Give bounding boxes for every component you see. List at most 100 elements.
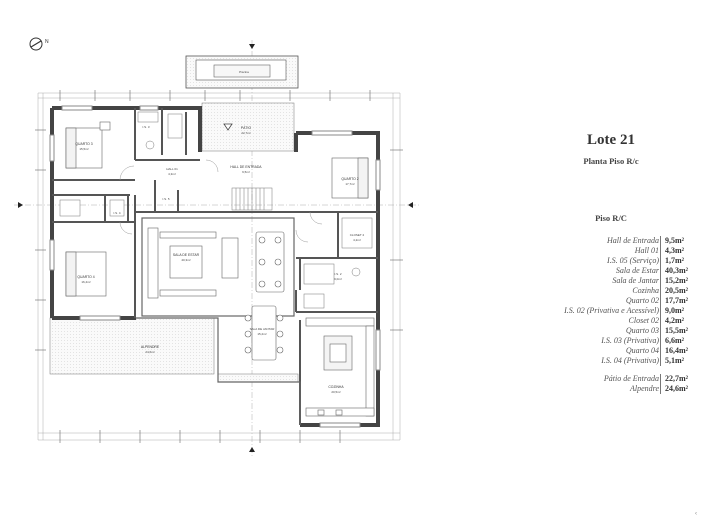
- area-value: 4,2m²: [665, 316, 685, 325]
- area-value: 17,7m²: [665, 296, 689, 305]
- area-row: Sala de Estar 40,3m²: [566, 266, 705, 276]
- area-row: Quarto 04 16,4m²: [566, 346, 705, 356]
- room-label-is5: I.S. 5: [162, 197, 169, 201]
- room-label-quarto2: QUARTO 2: [341, 177, 358, 181]
- room-label-is4: I.S. 4: [113, 211, 120, 215]
- area-row: Closet 02 4,2m²: [566, 316, 705, 326]
- area-divider: [660, 266, 661, 276]
- area-value: 20,5m²: [665, 286, 689, 295]
- room-label-sala-jantar: SALA DE JANTAR: [250, 327, 276, 331]
- room-area-cozinha: 20,5m²: [331, 390, 340, 394]
- area-row: I.S. 03 (Privativa) 6,6m²: [566, 336, 705, 346]
- area-row: I.S. 05 (Serviço) 1,7m²: [566, 256, 705, 266]
- area-value: 15,2m²: [665, 276, 689, 285]
- room-label-is2: I.S. 2: [334, 272, 341, 276]
- room-area-hall-entrada: 9,5m²: [242, 170, 250, 174]
- area-divider: [660, 306, 661, 316]
- room-area-quarto2: 17,7m²: [345, 182, 354, 186]
- dimension-lines: [14, 40, 420, 458]
- area-name: Hall de Entrada: [607, 236, 659, 245]
- room-label-closet2: CLOSET 2: [350, 233, 365, 237]
- kitchen-fixtures: [305, 317, 375, 417]
- room-area-alpendre: 24,6m²: [145, 350, 154, 354]
- area-row: I.S. 04 (Privativa) 5,1m²: [566, 356, 705, 366]
- room-label-quarto4: QUARTO 4: [77, 275, 94, 279]
- floor-plan: N Piscina: [14, 37, 420, 458]
- room-label-cozinha: COZINHA: [328, 385, 344, 389]
- area-row: Quarto 03 15,5m²: [566, 326, 705, 336]
- bed-quarto2: [331, 157, 369, 199]
- area-value: 5,1m²: [665, 356, 685, 365]
- lot-subtitle: Planta Piso R/c: [583, 156, 639, 166]
- window-openings: [49, 105, 381, 428]
- area-divider: [660, 384, 661, 394]
- alpendre-area: [49, 317, 215, 375]
- area-value: 40,3m²: [665, 266, 689, 275]
- area-name: Closet 02: [628, 316, 659, 325]
- area-divider: [660, 374, 661, 384]
- area-value: 24,6m²: [665, 384, 689, 393]
- pool-label: Piscina: [239, 70, 249, 74]
- area-name: Hall 01: [634, 246, 659, 255]
- room-area-quarto3: 15,5m²: [79, 147, 88, 151]
- entry-steps: [223, 123, 273, 211]
- room-label-patio: PÁTIO: [241, 126, 252, 130]
- bed-quarto3: [65, 121, 111, 169]
- area-divider: [660, 256, 661, 266]
- area-value: 6,6m²: [665, 336, 685, 345]
- room-label-quarto3: QUARTO 3: [75, 142, 92, 146]
- area-value: 9,0m²: [665, 306, 685, 315]
- area-divider: [660, 236, 661, 246]
- door-swings: [119, 159, 323, 243]
- area-row: Sala de Jantar 15,2m²: [566, 276, 705, 286]
- area-divider: [660, 356, 661, 366]
- area-name: Quarto 04: [625, 346, 659, 355]
- bathroom-fixtures: [59, 111, 373, 309]
- area-name: I.S. 04 (Privativa): [601, 356, 659, 365]
- patio-area: [201, 102, 295, 152]
- room-label-hall-entrada: HALL DE ENTRADA: [230, 165, 262, 169]
- area-divider: [660, 276, 661, 286]
- interior-walls: [52, 108, 378, 425]
- area-row: Hall 01 4,3m²: [566, 246, 705, 256]
- dining-table: [244, 231, 285, 361]
- room-label-alpendre: ALPENDRE: [141, 345, 160, 349]
- room-area-quarto4: 16,4m²: [81, 280, 90, 284]
- room-area-sala-estar: 40,3m²: [181, 258, 190, 262]
- room-label-is3: I.S. 3: [142, 125, 149, 129]
- area-value: 1,7m²: [665, 256, 685, 265]
- area-name: Quarto 03: [625, 326, 659, 335]
- bed-quarto4: [65, 251, 107, 297]
- floor-heading: Piso R/C: [595, 213, 627, 223]
- area-row: Quarto 02 17,7m²: [566, 296, 705, 306]
- area-divider: [660, 336, 661, 346]
- room-area-closet2: 4,2m²: [353, 238, 361, 242]
- area-divider: [660, 286, 661, 296]
- top-mark: —·—: [620, 0, 634, 3]
- area-name: I.S. 05 (Serviço): [607, 256, 659, 265]
- area-divider: [660, 326, 661, 336]
- pool-terrace: Piscina: [185, 55, 299, 89]
- area-value: 16,4m²: [665, 346, 689, 355]
- area-name: Sala de Estar: [615, 266, 659, 275]
- area-name: Quarto 02: [625, 296, 659, 305]
- room-label-sala-estar: SALA DE ESTAR: [173, 253, 200, 257]
- area-divider: [660, 296, 661, 306]
- lot-title: Lote 21: [587, 132, 635, 148]
- area-value: 4,3m²: [665, 246, 685, 255]
- room-area-is2: 9,0m²: [334, 277, 342, 281]
- area-name: Sala de Jantar: [612, 276, 659, 285]
- porch-strip: [217, 373, 299, 383]
- compass-north-icon: N: [29, 37, 49, 51]
- area-divider: [660, 316, 661, 326]
- area-value: 15,5m²: [665, 326, 689, 335]
- area-name: Pátio de Entrada: [603, 374, 659, 383]
- sofa-set: [147, 227, 239, 299]
- area-divider: [660, 346, 661, 356]
- area-name: Cozinha: [632, 286, 659, 295]
- area-name: I.S. 03 (Privativa): [601, 336, 659, 345]
- area-row: Cozinha 20,5m²: [566, 286, 705, 296]
- section-markers: [18, 44, 413, 452]
